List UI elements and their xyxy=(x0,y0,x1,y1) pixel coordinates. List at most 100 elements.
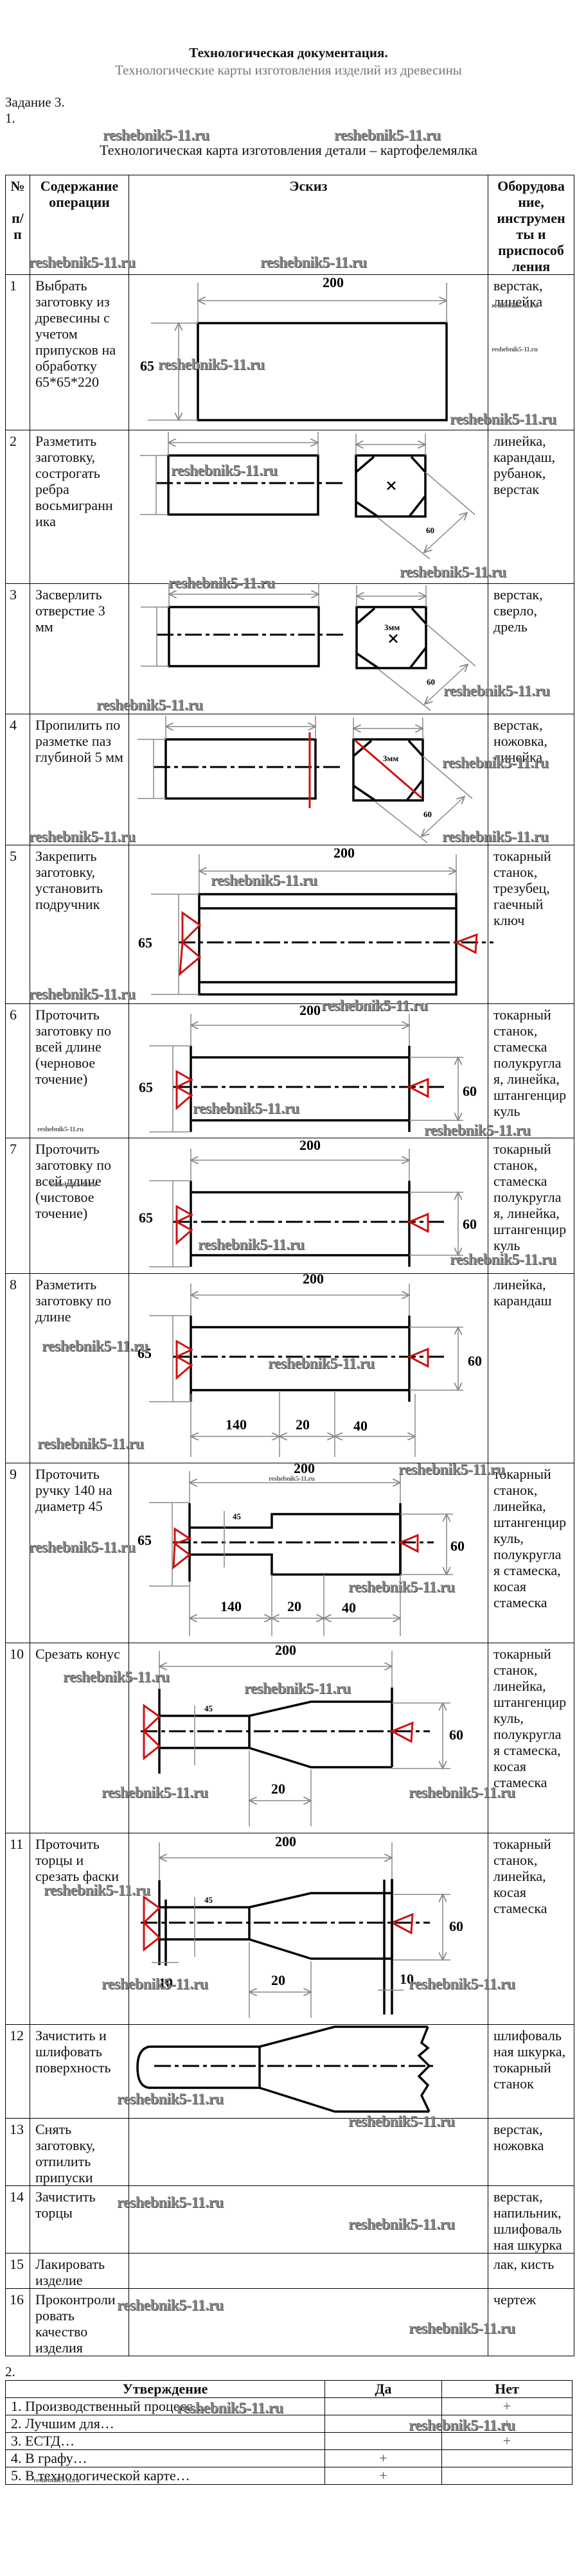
row-equipment: линейка, карандаш xyxy=(488,1273,574,1463)
row-sketch xyxy=(129,1833,488,2025)
row-operation: Проконтроли ровать качество изделия xyxy=(30,2288,129,2356)
row-operation: Срезать конус xyxy=(30,1643,129,1833)
row-equipment: верстак, линейка xyxy=(488,274,574,430)
watermark: reshebnik5-11.ru xyxy=(103,127,209,144)
row-sketch xyxy=(129,1003,488,1138)
watermark: reshebnik5-11.ru xyxy=(37,1436,144,1452)
row-equipment: токарный станок, линейка, штангенцир кул… xyxy=(488,1643,574,1833)
watermark: reshebnik5-11.ru xyxy=(168,575,275,592)
statements-table: Утверждение Да Нет 1. Производственный п… xyxy=(5,2380,573,2485)
watermark: reshebnik5-11.ru xyxy=(334,127,441,144)
watermark: reshebnik5-11.ru xyxy=(211,872,317,889)
row-operation: Проточить торцы и срезать фаски xyxy=(30,1833,129,2025)
statement-text: 5. В технологической карте… xyxy=(5,2467,325,2485)
row-operation: Снять заготовку, отпилить припуски xyxy=(30,2118,129,2186)
watermark: reshebnik5-11.ru xyxy=(492,302,538,310)
row-equipment: токарный станок, линейка, штангенцир кул… xyxy=(488,1463,574,1643)
watermark: reshebnik5-11.ru xyxy=(268,1355,375,1372)
watermark: reshebnik5-11.ru xyxy=(424,1122,531,1139)
watermark: reshebnik5-11.ru xyxy=(193,1100,299,1117)
row-num: 6 xyxy=(5,1003,30,1138)
yes-mark xyxy=(324,2397,442,2415)
row-equipment: шлифоваль ная шкурка, токарный станок xyxy=(488,2024,574,2119)
col-sketch-header: Эскиз xyxy=(129,175,488,275)
watermark: reshebnik5-11.ru xyxy=(96,697,203,714)
watermark: reshebnik5-11.ru xyxy=(102,1976,208,1993)
watermark: reshebnik5-11.ru xyxy=(63,1669,170,1686)
watermark: reshebnik5-11.ru xyxy=(29,254,136,271)
part-2-label: 2. xyxy=(5,2364,15,2379)
row-operation: Пропилить по разметке паз глубиной 5 мм xyxy=(30,714,129,845)
watermark: reshebnik5-11.ru xyxy=(177,2400,283,2417)
watermark: reshebnik5-11.ru xyxy=(117,2091,224,2108)
row-operation: Зачистить и шлифовать поверхность xyxy=(30,2024,129,2119)
statement-row: 4. В графу…+ xyxy=(5,2449,573,2467)
watermark: reshebnik5-11.ru xyxy=(442,755,549,772)
watermark: reshebnik5-11.ru xyxy=(102,1785,208,1801)
document-subtitle: Технологические карты изготовления издел… xyxy=(115,62,462,78)
row-num: 10 xyxy=(5,1643,30,1833)
row-operation: Зачистить торцы xyxy=(30,2185,129,2254)
row-sketch xyxy=(129,845,488,1004)
row-equipment: верстак, ножовка, линейка xyxy=(488,714,574,845)
watermark: reshebnik5-11.ru xyxy=(198,1237,305,1253)
watermark: reshebnik5-11.ru xyxy=(409,1785,515,1801)
row-num: 14 xyxy=(5,2185,30,2254)
no-mark: + xyxy=(441,2415,573,2433)
row-sketch xyxy=(129,2253,488,2289)
row-sketch xyxy=(129,583,488,714)
row-operation: Засверлить отверстие 3 мм xyxy=(30,583,129,714)
watermark: reshebnik5-11.ru xyxy=(37,1125,84,1133)
row-num: 11 xyxy=(5,1833,30,2025)
watermark: reshebnik5-11.ru xyxy=(348,1579,455,1596)
watermark: reshebnik5-11.ru xyxy=(117,2297,224,2314)
part-1-label: 1. xyxy=(5,110,15,126)
row-num: 8 xyxy=(5,1273,30,1463)
row-operation: Разметить заготовку по длине xyxy=(30,1273,129,1463)
watermark: reshebnik5-11.ru xyxy=(450,1251,556,1268)
yes-header: Да xyxy=(324,2380,442,2398)
row-equipment: чертеж xyxy=(488,2288,574,2356)
watermark: reshebnik5-11.ru xyxy=(269,1475,315,1483)
statement-text: 3. ЕСТД… xyxy=(5,2432,325,2450)
watermark: reshebnik5-11.ru xyxy=(450,411,556,428)
col-equipment-header: Оборудова ние, инструмен ты и приспособ … xyxy=(488,175,574,275)
no-header: Нет xyxy=(441,2380,573,2398)
row-equipment: лак, кисть xyxy=(488,2253,574,2289)
statement-row: 2. Лучшим для…+ xyxy=(5,2415,573,2433)
row-sketch xyxy=(129,2185,488,2254)
no-mark: + xyxy=(441,2397,573,2415)
no-mark xyxy=(441,2449,573,2467)
watermark: reshebnik5-11.ru xyxy=(117,2194,224,2211)
watermark: reshebnik5-11.ru xyxy=(409,1976,515,1993)
num-pp-1: п/ xyxy=(12,210,24,226)
no-mark: + xyxy=(441,2432,573,2450)
row-num: 2 xyxy=(5,430,30,584)
row-num: 3 xyxy=(5,583,30,714)
watermark: reshebnik5-11.ru xyxy=(42,1338,148,1355)
watermark: reshebnik5-11.ru xyxy=(442,829,549,845)
watermark: reshebnik5-11.ru xyxy=(400,564,506,581)
row-operation: Проточить заготовку по всей длине (чисто… xyxy=(30,1138,129,1274)
col-operation-header: Содержание операции xyxy=(30,175,129,275)
watermark: reshebnik5-11.ru xyxy=(398,1461,505,1478)
row-num: 7 xyxy=(5,1138,30,1274)
num-symbol: № xyxy=(10,178,25,194)
row-equipment: токарный станок, линейка, косая стамеска xyxy=(488,1833,574,2025)
watermark: reshebnik5-11.ru xyxy=(443,683,550,700)
watermark: reshebnik5-11.ru xyxy=(29,986,136,1003)
watermark: reshebnik5-11.ru xyxy=(409,2417,515,2434)
watermark: reshebnik5-11.ru xyxy=(348,2216,455,2233)
yes-mark: + xyxy=(324,2449,442,2467)
row-sketch xyxy=(129,2288,488,2356)
watermark: reshebnik5-11.ru xyxy=(321,998,428,1014)
row-operation: Лакировать изделие xyxy=(30,2253,129,2289)
row-num: 16 xyxy=(5,2288,30,2356)
row-operation: Проточить заготовку по всей длине (черно… xyxy=(30,1003,129,1138)
